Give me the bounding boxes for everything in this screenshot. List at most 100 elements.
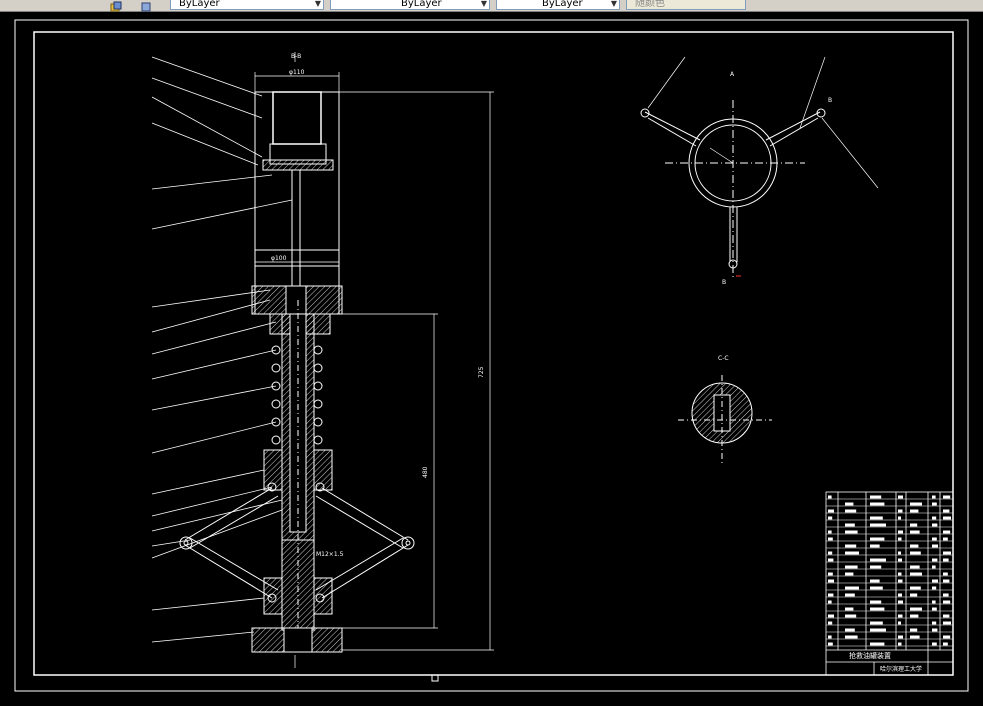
section-cc-label: C-C bbox=[718, 355, 729, 362]
bom-cell-mark bbox=[943, 635, 951, 639]
bom-cell-mark bbox=[943, 495, 951, 499]
bom-cell-mark bbox=[828, 614, 834, 618]
bom-cell-mark bbox=[932, 621, 937, 625]
bom-cell-mark bbox=[845, 635, 858, 639]
bom-cell-mark bbox=[845, 544, 857, 548]
bom-cell-mark bbox=[828, 530, 832, 534]
bom-cell-mark bbox=[870, 600, 882, 604]
bom-cell-mark bbox=[828, 558, 834, 562]
bom-cell-mark bbox=[828, 635, 832, 639]
bom-cell-mark bbox=[898, 509, 903, 513]
bom-cell-mark bbox=[932, 600, 936, 604]
bom-cell-mark bbox=[910, 586, 921, 590]
bom-cell-mark bbox=[910, 565, 920, 569]
bom-cell-mark bbox=[943, 516, 951, 520]
section-bb-label: B-B bbox=[291, 53, 301, 60]
bom-cell-mark bbox=[845, 551, 859, 555]
bom-cell-mark bbox=[932, 565, 936, 569]
bom-cell-mark bbox=[932, 544, 938, 548]
bom-cell-mark bbox=[870, 537, 885, 541]
bom-cell-mark bbox=[845, 523, 855, 527]
bom-cell-mark bbox=[870, 607, 885, 611]
view-a bbox=[640, 56, 879, 280]
bom-cell-mark bbox=[943, 530, 951, 534]
thread-note: M12×1.5 bbox=[316, 551, 344, 558]
bom-cell-mark bbox=[828, 509, 834, 513]
bom-cell-mark bbox=[845, 614, 857, 618]
bom-cell-mark bbox=[898, 621, 901, 625]
bom-cell-mark bbox=[943, 509, 950, 513]
bom-cell-mark bbox=[898, 516, 901, 520]
bom-cell-mark bbox=[932, 495, 936, 499]
bom-text-marks bbox=[828, 495, 951, 646]
lineweight-combo[interactable]: ByLayer ▼ bbox=[496, 0, 620, 10]
bom-cell-mark bbox=[828, 579, 834, 583]
layer-previous-icon[interactable] bbox=[140, 0, 152, 12]
plotstyle-combo-value: 随颜色 bbox=[635, 0, 665, 9]
bom-cell-mark bbox=[943, 621, 951, 625]
bom-cell-mark bbox=[932, 628, 938, 632]
bom-cell-mark bbox=[943, 593, 949, 597]
lineweight-combo-value: ByLayer bbox=[542, 0, 583, 9]
bom-cell-mark bbox=[910, 544, 919, 548]
bom-cell-mark bbox=[845, 509, 857, 513]
dim-lower-height: 480 bbox=[422, 466, 429, 478]
bom-cell-mark bbox=[910, 593, 918, 597]
bom-cell-mark bbox=[828, 537, 833, 541]
bom-cell-mark bbox=[898, 558, 902, 562]
plotstyle-combo[interactable]: 随颜色 bbox=[626, 0, 746, 10]
bom-cell-mark bbox=[845, 572, 854, 576]
linetype-combo[interactable]: ByLayer ▼ bbox=[330, 0, 490, 10]
bom-cell-mark bbox=[870, 502, 885, 506]
bom-rows bbox=[826, 498, 953, 647]
bom-cell-mark bbox=[870, 579, 880, 583]
bom-cell-mark bbox=[943, 579, 950, 583]
chevron-down-icon: ▼ bbox=[610, 0, 617, 8]
properties-toolbar: ByLayer ▼ ByLayer ▼ ByLayer ▼ 随颜色 bbox=[0, 0, 983, 12]
bom-cell-mark bbox=[870, 621, 883, 625]
section-cc bbox=[678, 375, 772, 465]
bom-cell-mark bbox=[943, 558, 949, 562]
bom-cell-mark bbox=[898, 642, 902, 646]
bom-cell-mark bbox=[828, 516, 833, 520]
bom-cell-mark bbox=[870, 628, 886, 632]
bom-cell-mark bbox=[943, 551, 951, 555]
bom-cell-mark bbox=[910, 628, 918, 632]
label-b-top: B bbox=[828, 97, 832, 104]
bom-cell-mark bbox=[870, 586, 883, 590]
bom-cell-mark bbox=[845, 586, 859, 590]
bom-cell-mark bbox=[828, 600, 832, 604]
color-combo[interactable]: ByLayer ▼ bbox=[170, 0, 324, 10]
bom-cell-mark bbox=[910, 635, 920, 639]
spring-coils bbox=[271, 345, 323, 445]
chevron-down-icon: ▼ bbox=[314, 0, 321, 8]
bom-cell-mark bbox=[898, 572, 902, 576]
bom-cell-mark bbox=[898, 495, 903, 499]
bom-cell-mark bbox=[870, 523, 886, 527]
bom-cell-mark bbox=[870, 516, 883, 520]
inner-frame bbox=[33, 31, 954, 676]
bom-cell-mark bbox=[870, 642, 885, 646]
bom-cell-mark bbox=[898, 530, 903, 534]
bom-cell-mark bbox=[898, 551, 901, 555]
drawing-canvas[interactable]: B-B φ110 φ100 725 480 M12×1.5 C-C A B B … bbox=[0, 12, 983, 702]
linetype-combo-value: ByLayer bbox=[401, 0, 442, 9]
view-a-label: A bbox=[730, 71, 735, 78]
bom-cell-mark bbox=[910, 530, 920, 534]
bom-cell-mark bbox=[943, 642, 948, 646]
bom-cell-mark bbox=[943, 600, 951, 604]
layer-state-icon[interactable] bbox=[110, 0, 122, 12]
bom-cell-mark bbox=[845, 607, 854, 611]
bom-cell-mark bbox=[898, 614, 903, 618]
bom-cell-mark bbox=[828, 551, 833, 555]
bom-cell-mark bbox=[910, 551, 921, 555]
bom-cell-mark bbox=[870, 558, 886, 562]
main-assembly bbox=[179, 91, 415, 653]
bom-cell-mark bbox=[932, 516, 937, 520]
bom-cell-mark bbox=[828, 642, 833, 646]
bom-cell-mark bbox=[828, 593, 834, 597]
dim-total-height: 725 bbox=[478, 366, 485, 378]
drawing-name: 抢救油罐装置 bbox=[849, 651, 891, 660]
bom-cell-mark bbox=[898, 579, 903, 583]
bom-cell-mark bbox=[932, 586, 937, 590]
